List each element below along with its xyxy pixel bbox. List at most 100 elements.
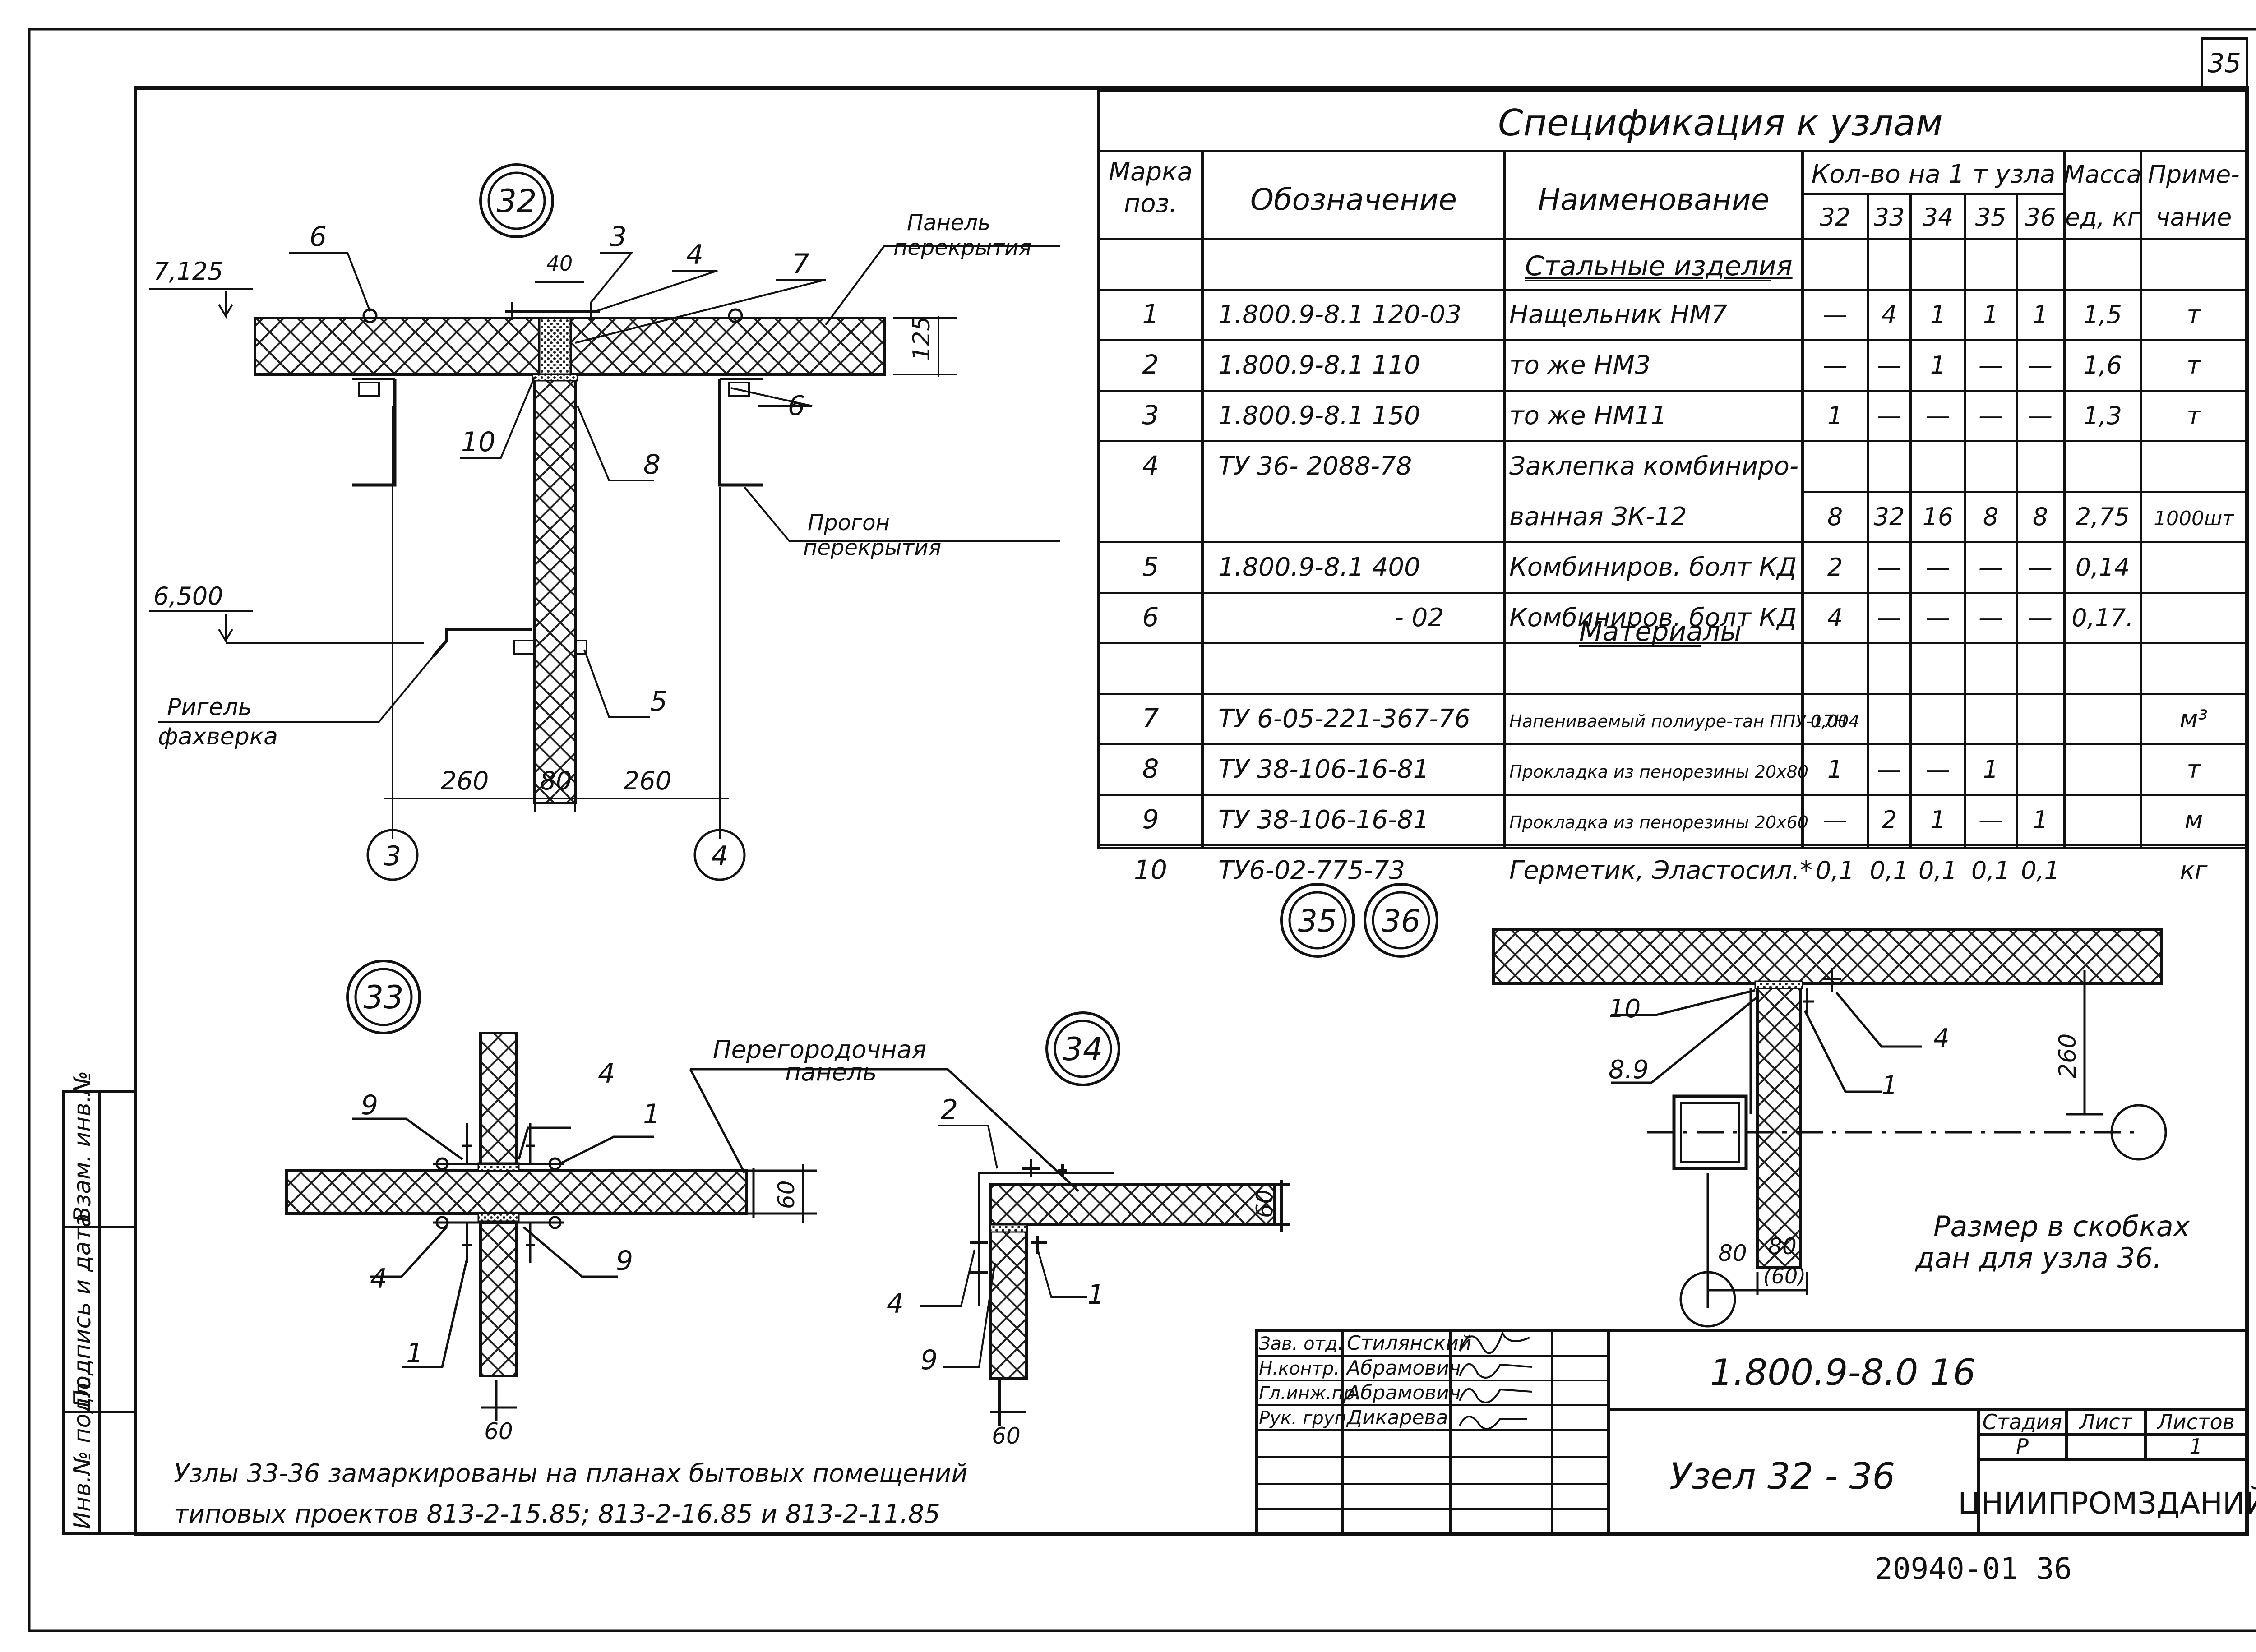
n34-callout-2: 2 (941, 1094, 958, 1126)
role-1: Зав. отд. (1259, 1334, 1343, 1354)
hdr-qty-33: 33 (1874, 203, 1905, 231)
spec-designation: ТУ 38-106-16-81 (1218, 805, 1429, 835)
node-33-label: 33 (363, 979, 403, 1016)
spec-name: Прокладка из пенорезины 20х80 (1509, 762, 1808, 782)
spec-qty: — (1823, 300, 1847, 329)
spec-note: т (2187, 401, 2201, 430)
spec-qty: 1 (1930, 300, 1946, 329)
spec-qty: — (1926, 401, 1950, 430)
spec-qty: — (1877, 755, 1901, 784)
n34-callout-1: 1 (1087, 1279, 1105, 1311)
hdr-mass-2: ед, кг (2065, 203, 2140, 231)
spec-pos: 9 (1142, 804, 1159, 835)
role-4: Рук. груп. (1259, 1408, 1352, 1429)
n33-callout-1-bottom: 1 (406, 1338, 423, 1369)
node-32: 32 3 4 260 80 260 (149, 163, 1060, 881)
spec-qty: — (1979, 401, 2003, 430)
role-3: Гл.инж.пр. (1259, 1383, 1361, 1404)
partition-label-1: Перегородочная (713, 1035, 926, 1064)
n33-callout-1-top: 1 (643, 1098, 660, 1130)
n34-callout-9: 9 (920, 1344, 938, 1376)
girt-label-1: Ригель (167, 694, 252, 721)
name-4: Дикарева (1346, 1406, 1448, 1429)
spec-designation: 1.800.9-8.1 400 (1218, 553, 1420, 582)
spec-designation: - 02 (1395, 603, 1444, 632)
hdr-note-2: чание (2156, 203, 2232, 231)
spec-qty: 2 (1882, 806, 1897, 834)
spec-pos: 7 (1142, 703, 1159, 734)
callout-6-right: 6 (788, 390, 805, 422)
spec-designation: ТУ 38-106-16-81 (1218, 755, 1429, 784)
hdr-name: Наименование (1538, 182, 1770, 217)
spec-qty: 1 (1827, 401, 1843, 430)
spec-mass: 0,17. (2071, 604, 2133, 632)
callout-6-left: 6 (310, 221, 327, 253)
spec-qty: 1 (2033, 806, 2048, 834)
n33-dim-60-right: 60 (773, 1180, 800, 1209)
hdr-qty-32: 32 (1820, 203, 1851, 231)
spec-designation: ТУ6-02-775-73 (1218, 856, 1405, 885)
spec-qty: — (1877, 351, 1901, 379)
callout-8: 8 (643, 449, 661, 480)
bottom-note-1: Узлы 33-36 замаркированы на планах бытов… (174, 1459, 968, 1488)
spec-note: кг (2180, 856, 2208, 885)
n33-callout-9-top: 9 (361, 1089, 378, 1121)
hdr-qty: Кол-во на 1 т узла (1812, 160, 2056, 189)
spec-qty: 8 (1827, 503, 1843, 531)
n33-callout-4-top: 4 (598, 1058, 615, 1089)
purlin-label-1: Прогон (808, 510, 890, 535)
title-block (1255, 1329, 2248, 1535)
stamp-signature-date: Подпись и дата (69, 1213, 96, 1407)
spec-note: м³ (2180, 705, 2208, 733)
spec-title: Спецификация к узлам (1498, 102, 1943, 144)
spec-qty: 1 (1930, 806, 1946, 834)
n3536-note-1: Размер в скобках (1933, 1210, 2191, 1243)
elevation-6500: 6,500 (153, 582, 223, 610)
spec-qty: — (1877, 401, 1901, 430)
n34-dim-60-bottom: 60 (992, 1423, 1021, 1449)
spec-name: Комбиниров. болт КД (1509, 603, 1797, 632)
dim-260-left: 260 (441, 766, 489, 796)
spec-qty: — (1926, 755, 1950, 784)
hdr-designation: Обозначение (1250, 182, 1457, 217)
spec-name: Прокладка из пенорезины 20х60 (1509, 812, 1808, 832)
organization: ЦНИИПРОМЗДАНИЙ (1958, 1486, 2256, 1521)
spec-qty: — (2028, 401, 2053, 430)
spec-qty: 1 (2033, 300, 2048, 329)
spec-row-lines (1099, 289, 2247, 846)
n3536-dim-80-right: 80 (1768, 1233, 1797, 1260)
spec-qty: 1 (1983, 755, 1998, 784)
hdr-qty-35: 35 (1975, 203, 2006, 231)
spec-name: Напениваемый полиуре-тан ППУ-17Н (1509, 711, 1847, 731)
spec-qty: 8 (1983, 503, 1998, 531)
spec-designation: ТУ 36- 2088-78 (1218, 452, 1412, 481)
sheet-header: Лист (2079, 1410, 2133, 1434)
spec-qty: — (1877, 553, 1901, 581)
spec-note: т (2187, 300, 2201, 329)
spec-mass: 1,6 (2083, 351, 2122, 379)
spec-qty: 32 (1874, 503, 1905, 531)
spec-designation: 1.800.9-8.1 150 (1218, 401, 1420, 430)
n3536-dim-260: 260 (2054, 1034, 2081, 1078)
partition-label-2: панель (785, 1058, 877, 1086)
spec-note: т (2187, 755, 2201, 784)
spec-pos: 6 (1142, 602, 1159, 632)
spec-pos: 10 (1134, 854, 1167, 885)
spec-mass: 2,75 (2076, 503, 2130, 531)
n3536-dim-80-left: 80 (1718, 1240, 1747, 1266)
n3536-callout-4: 4 (1933, 1024, 1950, 1053)
n3536-note-2: дан для узла 36. (1915, 1241, 2162, 1274)
panel-label-1: Панель (907, 210, 990, 235)
hdr-note-1: Приме- (2148, 160, 2239, 189)
section-steel: Стальные изделия (1525, 250, 1793, 282)
callout-3: 3 (610, 221, 627, 253)
n33-dim-60-bottom: 60 (484, 1418, 513, 1444)
sheets-value: 1 (2189, 1434, 2202, 1458)
spec-qty: 16 (1923, 503, 1954, 531)
n3536-callout-1: 1 (1882, 1071, 1898, 1100)
spec-qty: 0,1 (1971, 856, 2010, 885)
stage-header: Стадия (1983, 1410, 2062, 1434)
callout-4: 4 (686, 239, 703, 271)
